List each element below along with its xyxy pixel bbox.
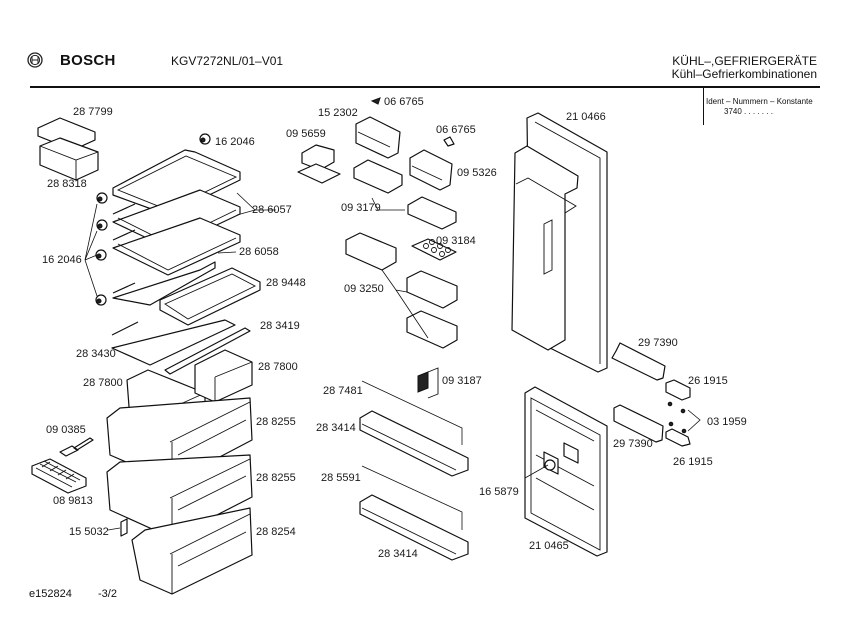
category-title: KÜHL–,GEFRIERGERÄTE (672, 54, 817, 68)
label-095659: 09 5659 (286, 128, 326, 140)
label-283414-lower: 28 3414 (378, 548, 418, 560)
bottle-retainer-bar-2[interactable] (362, 466, 462, 530)
label-285591: 28 5591 (321, 472, 361, 484)
bosch-logo-icon (27, 52, 43, 68)
handle-cap-lower[interactable] (666, 429, 690, 446)
label-297390-lower: 29 7390 (613, 438, 653, 450)
shelf-frame-lower[interactable] (113, 262, 215, 305)
door-compartment-flap-2[interactable] (410, 150, 452, 190)
brand-name: BOSCH (60, 52, 116, 69)
label-089813: 08 9813 (53, 495, 93, 507)
label-210465: 21 0465 (529, 540, 569, 552)
label-095326: 09 5326 (457, 167, 497, 179)
door-knob[interactable] (544, 452, 558, 474)
label-093179: 09 3179 (341, 202, 381, 214)
ident-value: 3740 . . . . . . . (724, 107, 773, 116)
label-066765-top: 06 6765 (384, 96, 424, 108)
label-261915-lower: 26 1915 (673, 456, 713, 468)
door-tray-1[interactable] (346, 233, 396, 270)
header-rule (30, 86, 820, 88)
label-286058: 28 6058 (239, 246, 279, 258)
bottle-retainer-bar-1[interactable] (362, 381, 462, 445)
label-165879: 16 5879 (479, 486, 519, 498)
bottle-shelf-upper[interactable] (360, 411, 468, 476)
door-tray-small-2[interactable] (408, 197, 456, 229)
page-number: -3/2 (98, 588, 117, 600)
door-compartment-flap[interactable] (356, 117, 400, 158)
label-066765: 06 6765 (436, 124, 476, 136)
ident-divider (703, 87, 704, 125)
ice-scraper[interactable] (60, 438, 93, 456)
label-287800-right: 28 7800 (258, 361, 298, 373)
label-288318: 28 8318 (47, 178, 87, 190)
shelf-frame-289448[interactable] (160, 268, 260, 325)
door-tray-small-1[interactable] (354, 160, 402, 193)
drawing-id: e152824 (29, 588, 72, 600)
hinge-pin-top[interactable] (372, 98, 380, 104)
label-283430: 28 3430 (76, 348, 116, 360)
label-289448: 28 9448 (266, 277, 306, 289)
label-155032: 15 5032 (69, 526, 109, 538)
egg-tray[interactable] (412, 239, 456, 260)
crisper-cover-glass[interactable] (112, 320, 235, 365)
ice-cube-tray[interactable] (32, 459, 86, 493)
crisper-rail[interactable] (165, 328, 250, 374)
crisper-drawer-right[interactable] (195, 350, 252, 402)
label-283419: 28 3419 (260, 320, 300, 332)
ident-label: Ident – Nummern – Konstante (706, 97, 813, 106)
freezer-drawer-3[interactable] (132, 508, 252, 594)
bottle-stop[interactable] (418, 368, 438, 398)
label-288254: 28 8254 (256, 526, 296, 538)
shelf-support-pegs[interactable] (96, 134, 210, 305)
model-number: KGV7272NL/01–V01 (171, 54, 284, 68)
label-093250: 09 3250 (344, 283, 384, 295)
label-093187: 09 3187 (442, 375, 482, 387)
door-compartment-small[interactable] (298, 145, 340, 183)
label-162046-supports: 16 2046 (42, 254, 82, 266)
label-283414-upper: 28 3414 (316, 422, 356, 434)
label-286057: 28 6057 (252, 204, 292, 216)
label-210466: 21 0466 (566, 111, 606, 123)
label-031959: 03 1959 (707, 416, 747, 428)
glass-shelf-1[interactable] (113, 150, 240, 215)
door-handle-upper[interactable] (612, 343, 665, 380)
label-287481: 28 7481 (323, 385, 363, 397)
label-287800-left: 28 7800 (83, 377, 123, 389)
hinge-pin[interactable] (444, 137, 454, 146)
fridge-door[interactable] (512, 113, 607, 372)
bottle-shelf-lower[interactable] (360, 495, 468, 560)
label-093184: 09 3184 (436, 235, 476, 247)
drawer-label[interactable] (121, 519, 127, 536)
butter-dish[interactable] (40, 138, 98, 180)
door-tray-2[interactable] (407, 271, 457, 308)
label-297390-upper: 29 7390 (638, 337, 678, 349)
freezer-drawer-2[interactable] (107, 455, 252, 538)
label-261915-upper: 26 1915 (688, 375, 728, 387)
glass-shelf-frame[interactable] (113, 218, 240, 275)
handle-cap-upper[interactable] (666, 380, 690, 400)
door-handle-lower[interactable] (614, 405, 663, 442)
label-162046-top: 16 2046 (215, 136, 255, 148)
label-152302: 15 2302 (318, 107, 358, 119)
screws[interactable] (668, 402, 686, 433)
door-tray-3[interactable] (407, 311, 457, 348)
leader-lines (85, 193, 700, 530)
subcategory-title: Kühl–Gefrierkombinationen (671, 67, 817, 81)
label-287799: 28 7799 (73, 106, 113, 118)
label-288255-2: 28 8255 (256, 472, 296, 484)
label-090385: 09 0385 (46, 424, 86, 436)
label-288255-1: 28 8255 (256, 416, 296, 428)
